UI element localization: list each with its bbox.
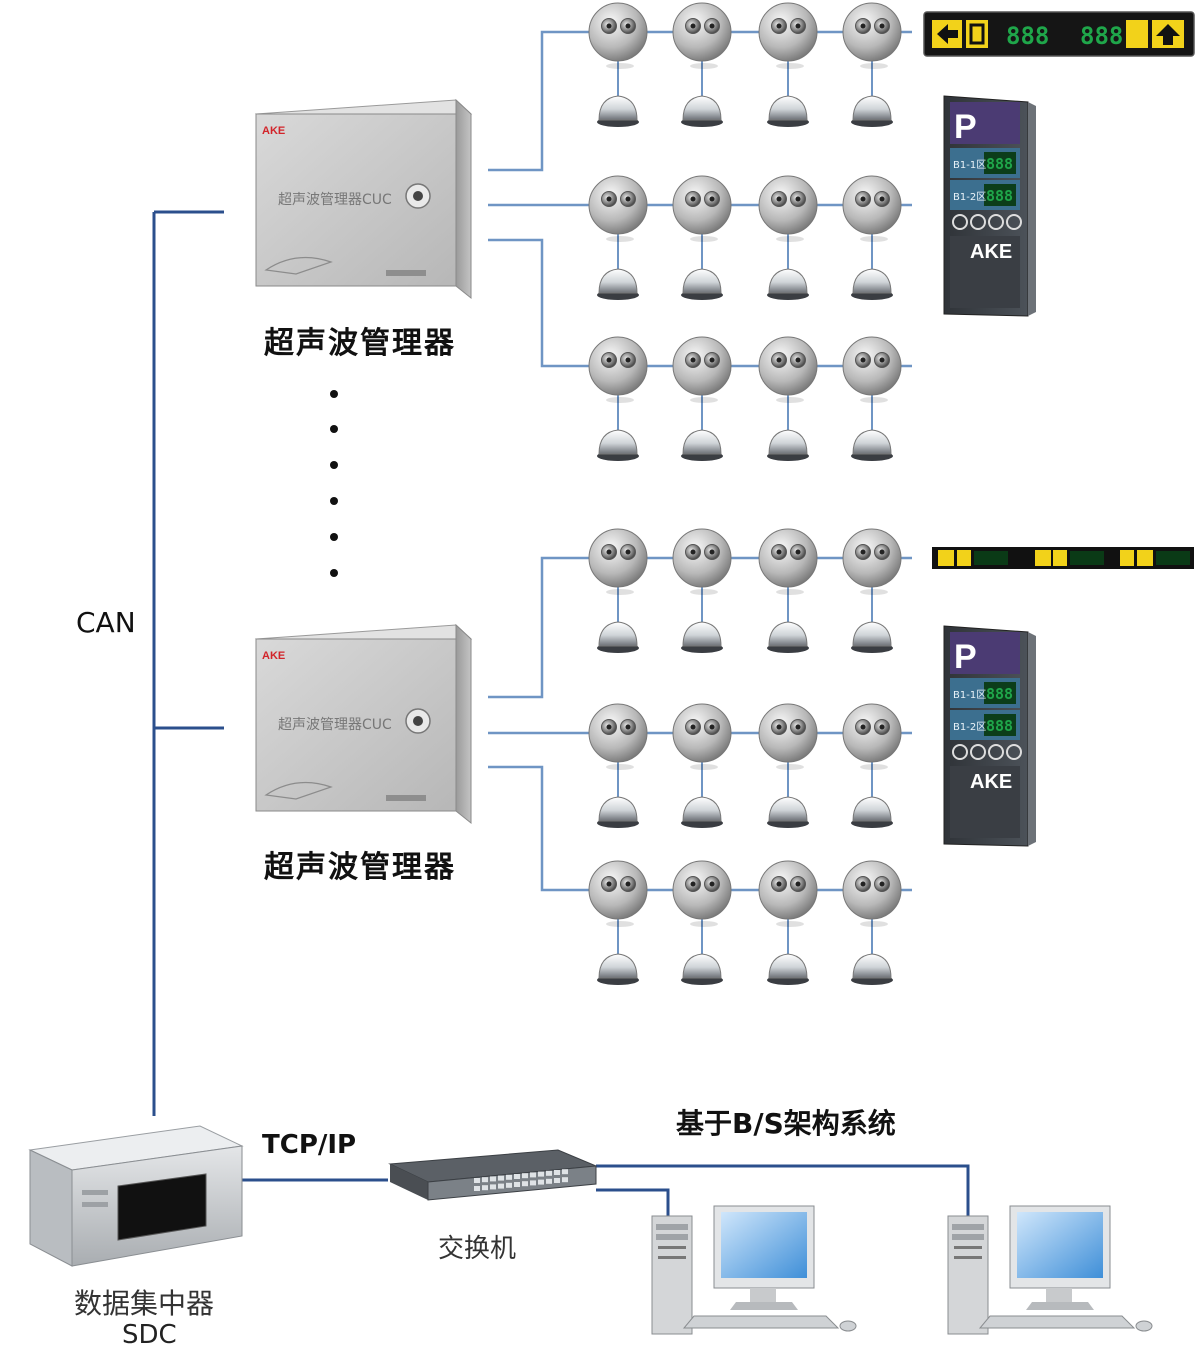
sign-digits: 888 (986, 685, 1013, 703)
sign-digits: 888 (986, 155, 1013, 173)
ultrasonic-sensor-icon (588, 703, 648, 829)
manager-front-text: 超声波管理器CUC (278, 192, 392, 208)
ultrasonic-sensor-icon (758, 860, 818, 986)
ultrasonic-sensor-icon (842, 2, 902, 128)
ultrasonic-sensor-icon (672, 2, 732, 128)
ellipsis-dot (330, 425, 338, 433)
tcp-ip-label: TCP/IP (262, 1130, 357, 1160)
ultrasonic-sensor-icon (588, 175, 648, 301)
network-line (596, 1164, 970, 1216)
sign-brand-text: AKE (970, 241, 1012, 263)
sign-row-label: B1-2区 (953, 721, 986, 733)
ultrasonic-sensor-icon (672, 528, 732, 654)
sign-p-letter: P (954, 108, 977, 146)
sign-row-label: B1-1区 (953, 159, 986, 171)
ultrasonic-sensor-icon (758, 703, 818, 829)
manager-label-1: 超声波管理器 (264, 326, 456, 361)
ultrasonic-sensor-icon (842, 528, 902, 654)
computer-icon (651, 1205, 857, 1335)
computer-icon (947, 1205, 1153, 1335)
ultrasonic-sensor-icon (758, 175, 818, 301)
led-digits: 888 (1006, 22, 1049, 50)
ultrasonic-sensor-icon (758, 2, 818, 128)
ellipsis-dot (330, 533, 338, 541)
ultrasonic-sensor-icon (672, 703, 732, 829)
switch-label: 交换机 (438, 1234, 517, 1264)
bs-system-label: 基于B/S架构系统 (676, 1107, 896, 1140)
can-bus-label: CAN (76, 606, 136, 639)
sign-brand-text: AKE (970, 771, 1012, 793)
ultrasonic-sensor-icon (672, 336, 732, 462)
ellipsis-dot (330, 390, 338, 398)
led-guidance-bar-icon (922, 10, 1196, 58)
ultrasonic-sensor-icon (588, 528, 648, 654)
sign-row-label: B1-1区 (953, 689, 986, 701)
ellipsis-dot (330, 497, 338, 505)
ultrasonic-sensor-icon (842, 703, 902, 829)
data-concentrator-label: 数据集中器 (74, 1287, 215, 1320)
ultrasonic-sensor-icon (758, 336, 818, 462)
network-switch-icon (388, 1149, 597, 1201)
ultrasonic-sensor-icon (672, 175, 732, 301)
manager-label-2: 超声波管理器 (264, 850, 456, 885)
server-icon (28, 1125, 244, 1267)
manager-front-text: 超声波管理器CUC (278, 717, 392, 733)
led-digits: 888 (1080, 22, 1123, 50)
ultrasonic-sensor-icon (842, 175, 902, 301)
sdc-label: SDC (122, 1320, 177, 1350)
manager-brand-text: AKE (262, 125, 285, 137)
ultrasonic-sensor-icon (758, 528, 818, 654)
ultrasonic-sensor-icon (842, 860, 902, 986)
ultrasonic-sensor-icon (588, 336, 648, 462)
ultrasonic-sensor-icon (842, 336, 902, 462)
sign-row-label: B1-2区 (953, 191, 986, 203)
sign-digits: 888 (986, 187, 1013, 205)
ellipsis-dot (330, 569, 338, 577)
ultrasonic-sensor-icon (588, 2, 648, 128)
manager-brand-text: AKE (262, 650, 285, 662)
ultrasonic-sensor-icon (588, 860, 648, 986)
ellipsis-dot (330, 461, 338, 469)
sign-p-letter: P (954, 638, 977, 676)
led-guidance-bar-icon (932, 547, 1194, 569)
sign-digits: 888 (986, 717, 1013, 735)
ultrasonic-sensor-icon (672, 860, 732, 986)
network-line (596, 1188, 670, 1216)
